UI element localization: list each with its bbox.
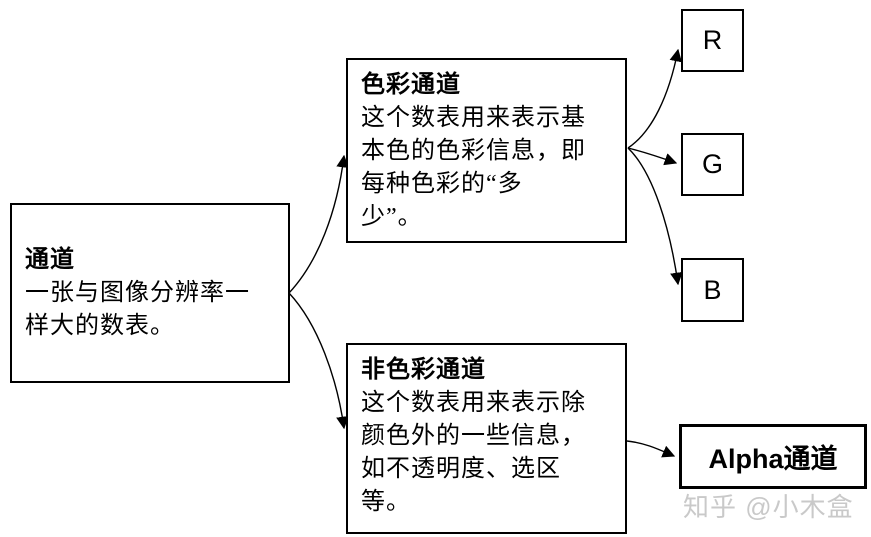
arrow-color-to-r (627, 48, 683, 149)
node-channel-line: 一张与图像分辨率一 (25, 279, 250, 306)
node-r-channel: R (681, 9, 744, 72)
arrow-root-to-noncolor (288, 292, 349, 430)
node-noncolor-channel-title: 非色彩通道 (361, 357, 486, 383)
node-b-channel: B (681, 258, 744, 322)
node-channel-title: 通道 (25, 246, 75, 273)
node-r-label: R (702, 25, 723, 55)
node-noncolor-channel-line: 这个数表用来表示除 (361, 390, 586, 416)
node-color-channel-line: 少”。 (361, 204, 423, 230)
node-g-label: G (701, 149, 723, 179)
node-noncolor-channel-line: 颜色外的一些信息， (361, 423, 586, 449)
node-color-channel: 色彩通道 这个数表用来表示基 本色的色彩信息，即 每种色彩的“多 少”。 (346, 58, 627, 243)
node-channel: 通道 一张与图像分辨率一 样大的数表。 (10, 203, 290, 383)
node-g-channel: G (681, 133, 744, 196)
arrow-noncolor-to-alpha (626, 440, 676, 458)
node-noncolor-channel-line: 如不透明度、选区 (361, 456, 561, 482)
arrow-root-to-color (288, 154, 349, 294)
node-channel-line: 样大的数表。 (25, 312, 175, 339)
node-alpha-label: Alpha通道 (708, 444, 838, 474)
node-b-label: B (703, 274, 722, 305)
node-color-channel-line: 这个数表用来表示基 (361, 105, 586, 131)
node-color-channel-title: 色彩通道 (361, 72, 461, 98)
arrow-color-to-g (627, 147, 678, 166)
node-noncolor-channel-line: 等。 (361, 489, 411, 515)
node-noncolor-channel: 非色彩通道 这个数表用来表示除 颜色外的一些信息， 如不透明度、选区 等。 (346, 343, 627, 534)
node-color-channel-line: 本色的色彩信息，即 (361, 138, 586, 164)
arrow-color-to-b (627, 147, 683, 286)
node-alpha-channel: Alpha通道 (679, 424, 867, 489)
node-color-channel-line: 每种色彩的“多 (361, 171, 523, 197)
zhihu-watermark: 知乎 @小木盒 (683, 492, 854, 522)
